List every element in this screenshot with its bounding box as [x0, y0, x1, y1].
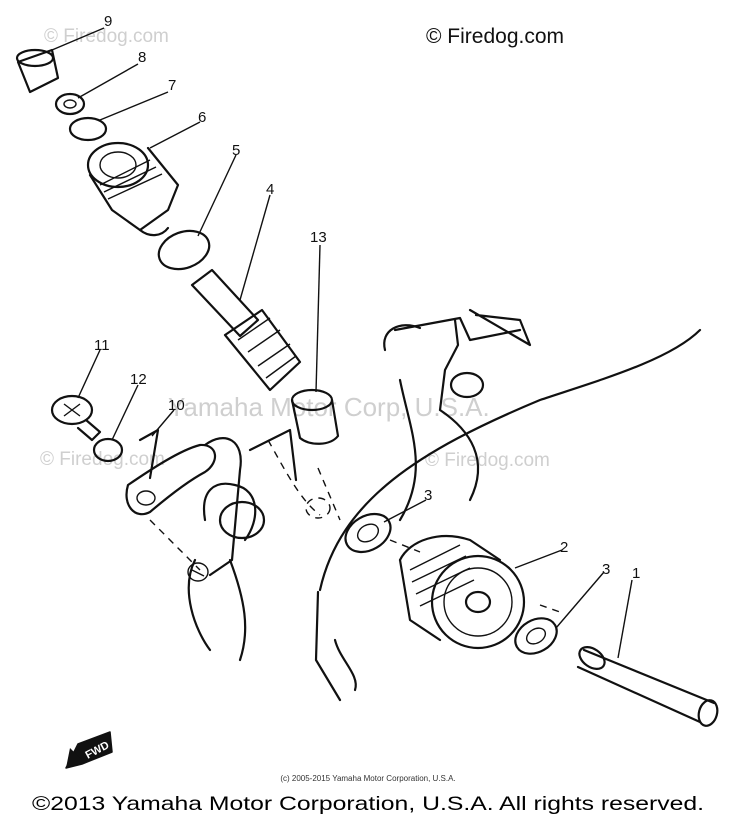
callout-3-upper: 3	[424, 487, 432, 504]
part-7-o-ring	[68, 116, 108, 142]
callout-5: 5	[232, 142, 240, 159]
callout-11: 11	[94, 337, 110, 354]
part-13-bushing	[290, 388, 340, 445]
callout-1: 1	[632, 565, 640, 582]
firedog-brand: © Firedog.com	[426, 25, 564, 48]
callout-10: 10	[168, 397, 185, 414]
copyright-notice: ©2013 Yamaha Motor Corporation, U.S.A. A…	[32, 793, 704, 815]
part-2-drive-gear	[398, 535, 526, 650]
callout-3-lower: 3	[602, 561, 610, 578]
part-8-washer	[54, 92, 86, 116]
callout-labels: 9 8 7 6 5 4 13 11 12 10 3 2 3 1	[94, 13, 640, 582]
watermark-firedog-top: © Firedog.com	[44, 26, 169, 47]
callout-7: 7	[168, 77, 176, 94]
callout-4: 4	[266, 181, 274, 198]
callout-12: 12	[130, 371, 147, 388]
part-4-gear-shaft	[190, 268, 302, 392]
alignment-lines	[149, 439, 561, 613]
part-10-plate	[125, 428, 216, 516]
part-12-washer	[92, 437, 124, 463]
part-5-o-ring	[157, 229, 211, 271]
leader-lines	[51, 27, 633, 659]
watermark-firedog-right: © Firedog.com	[425, 450, 550, 471]
part-3-washer-upper	[344, 512, 392, 554]
part-3-washer-lower	[514, 617, 558, 655]
engine-case-outline	[314, 308, 702, 702]
part-11-screw	[50, 394, 102, 442]
credit-line: (c) 2005-2015 Yamaha Motor Corporation, …	[280, 774, 455, 783]
callout-2: 2	[560, 539, 568, 556]
callout-6: 6	[198, 109, 206, 126]
part-1-shaft	[576, 645, 719, 727]
callout-8: 8	[138, 49, 146, 66]
fwd-arrow: FWD	[65, 731, 113, 769]
callout-9: 9	[104, 13, 112, 30]
callout-13: 13	[310, 229, 327, 246]
part-3-washer-lower-hole	[525, 627, 547, 645]
part-8-washer-hole	[63, 99, 77, 109]
housing-outline	[187, 428, 298, 662]
watermark-yamaha: Yamaha Motor Corp, U.S.A.	[168, 392, 490, 422]
part-3-washer-upper-hole	[356, 523, 380, 543]
part-9-cap	[15, 48, 60, 94]
part-6-sleeve	[86, 141, 180, 237]
